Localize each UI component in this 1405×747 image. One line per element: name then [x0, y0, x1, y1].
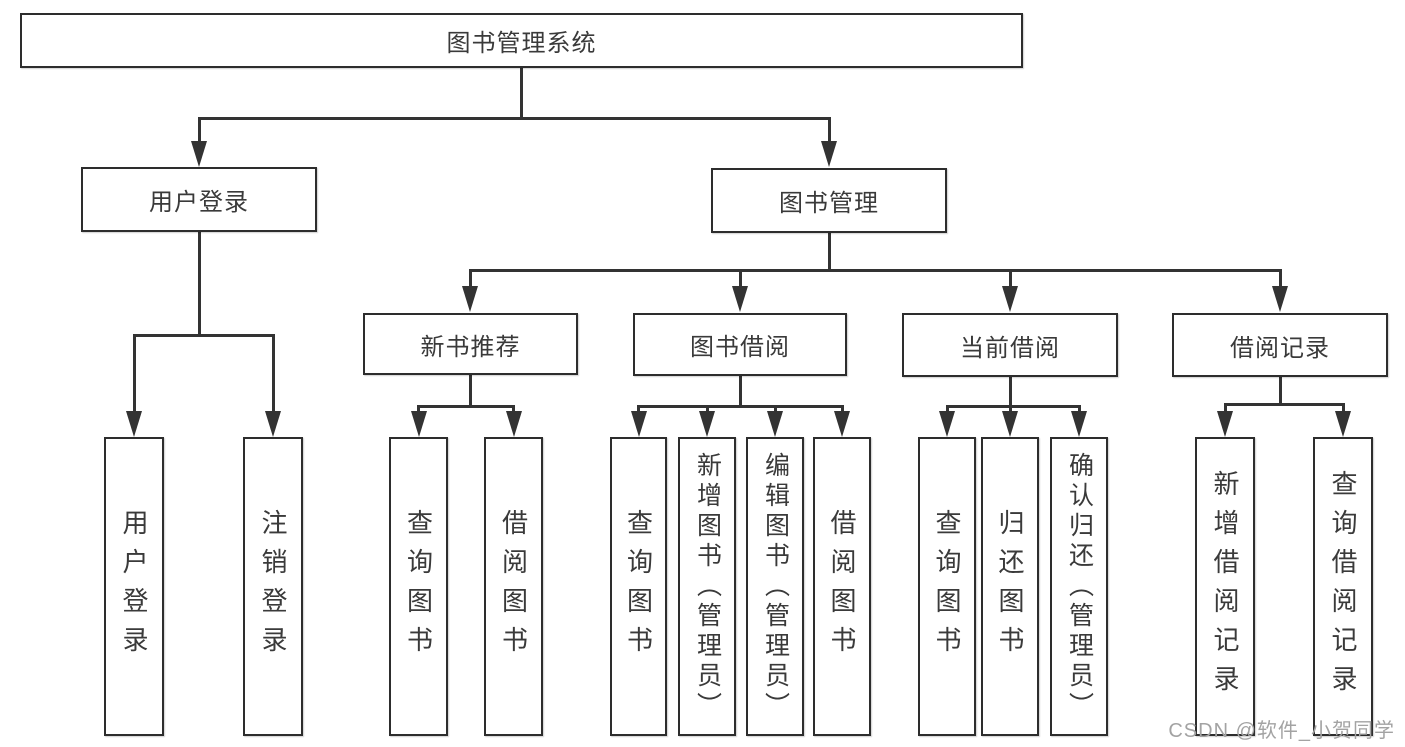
arrow-down-icon — [1002, 411, 1018, 437]
arrow-down-icon — [939, 411, 955, 437]
connector-line — [1278, 375, 1282, 406]
connector-line — [417, 405, 420, 415]
connector-line — [197, 117, 201, 145]
node-query-borrow-record: 查询借阅记录 — [1313, 437, 1373, 736]
node-borrow-query-books: 查询图书 — [610, 437, 667, 736]
connector-line — [1077, 405, 1081, 415]
node-confirm-return-admin-label: 确认归还（管理员） — [1065, 451, 1094, 722]
connector-line — [519, 67, 523, 120]
node-newbook-query-books: 查询图书 — [389, 437, 448, 736]
node-logout-label: 注销登录 — [258, 508, 288, 665]
node-query-borrow-record-label: 查询借阅记录 — [1328, 469, 1358, 704]
connector-line — [827, 231, 831, 272]
connector-line — [738, 374, 742, 407]
node-edit-book-admin: 编辑图书（管理员） — [746, 437, 804, 736]
connector-line — [1223, 403, 1227, 415]
node-book-management: 图书管理 — [711, 168, 947, 233]
connector-line — [637, 405, 640, 415]
node-library-system: 图书管理系统 — [20, 13, 1023, 68]
node-add-book-admin: 新增图书（管理员） — [678, 437, 736, 736]
arrow-down-icon — [265, 411, 281, 437]
connector-line — [512, 405, 515, 415]
arrow-down-icon — [1335, 411, 1351, 437]
arrow-down-icon — [821, 141, 837, 167]
node-book-borrow-label: 图书借阅 — [690, 334, 790, 361]
node-user-login-leaf-label: 用户登录 — [119, 508, 149, 665]
node-add-borrow-record: 新增借阅记录 — [1195, 437, 1255, 736]
connector-line — [1223, 403, 1345, 406]
connector-line — [827, 117, 831, 145]
connector-line — [1341, 403, 1345, 415]
node-current-borrow: 当前借阅 — [902, 313, 1118, 377]
node-return-book-label: 归还图书 — [995, 508, 1025, 665]
connector-line — [1008, 405, 1012, 415]
connector-line — [945, 405, 949, 415]
node-book-borrow: 图书借阅 — [633, 313, 847, 376]
arrow-down-icon — [191, 141, 207, 167]
connector-line — [1278, 269, 1282, 289]
node-new-book-recommend: 新书推荐 — [363, 313, 578, 375]
arrow-down-icon — [1272, 286, 1288, 312]
connector-line — [271, 334, 275, 414]
connector-line — [840, 405, 844, 415]
connector-line — [417, 405, 515, 408]
connector-line — [738, 269, 742, 289]
arrow-down-icon — [462, 286, 478, 312]
node-new-book-recommend-label: 新书推荐 — [420, 333, 521, 361]
connector-line — [468, 374, 472, 407]
node-newbook-borrow-books: 借阅图书 — [484, 437, 543, 736]
connector-line — [197, 117, 831, 120]
node-borrow-records: 借阅记录 — [1172, 313, 1388, 377]
node-borrow-query-books-label: 查询图书 — [623, 508, 654, 665]
node-current-borrow-label: 当前借阅 — [960, 334, 1060, 362]
connector-line — [1008, 269, 1012, 289]
connector-line — [705, 405, 709, 415]
node-user-login: 用户登录 — [81, 167, 317, 232]
arrow-down-icon — [126, 411, 142, 437]
connector-line — [945, 405, 1081, 408]
connector-line — [132, 334, 275, 337]
arrow-down-icon — [505, 411, 522, 437]
node-current-query-books-label: 查询图书 — [932, 508, 962, 665]
node-add-borrow-record-label: 新增借阅记录 — [1210, 469, 1240, 704]
node-logout: 注销登录 — [243, 437, 303, 736]
node-borrow-books-label: 借阅图书 — [827, 508, 857, 665]
arrow-down-icon — [1071, 411, 1087, 437]
connector-line — [1008, 375, 1012, 407]
arrow-down-icon — [1002, 286, 1018, 312]
node-user-login-label: 用户登录 — [149, 189, 249, 216]
arrow-down-icon — [699, 411, 715, 437]
node-user-login-leaf: 用户登录 — [104, 437, 164, 736]
node-borrow-books: 借阅图书 — [813, 437, 871, 736]
node-newbook-borrow-books-label: 借阅图书 — [498, 508, 529, 665]
arrow-down-icon — [1217, 411, 1233, 437]
node-library-system-label: 图书管理系统 — [446, 30, 597, 57]
arrow-down-icon — [834, 411, 850, 437]
node-return-book: 归还图书 — [981, 437, 1039, 736]
node-newbook-query-books-label: 查询图书 — [403, 508, 434, 665]
node-edit-book-admin-label: 编辑图书（管理员） — [761, 451, 790, 722]
connector-line — [197, 230, 201, 336]
arrow-down-icon — [410, 411, 427, 437]
arrow-down-icon — [732, 286, 748, 312]
connector-line — [468, 269, 1282, 272]
node-confirm-return-admin: 确认归还（管理员） — [1050, 437, 1108, 736]
connector-line — [637, 405, 843, 408]
connector-line — [132, 334, 136, 414]
connector-line — [773, 405, 777, 415]
arrow-down-icon — [630, 411, 647, 437]
connector-line — [468, 269, 472, 289]
node-add-book-admin-label: 新增图书（管理员） — [693, 451, 722, 722]
watermark: CSDN @软件_小贺同学 — [1168, 720, 1395, 742]
arrow-down-icon — [767, 411, 783, 437]
node-borrow-records-label: 借阅记录 — [1230, 334, 1330, 362]
node-current-query-books: 查询图书 — [918, 437, 976, 736]
node-book-management-label: 图书管理 — [779, 190, 879, 217]
